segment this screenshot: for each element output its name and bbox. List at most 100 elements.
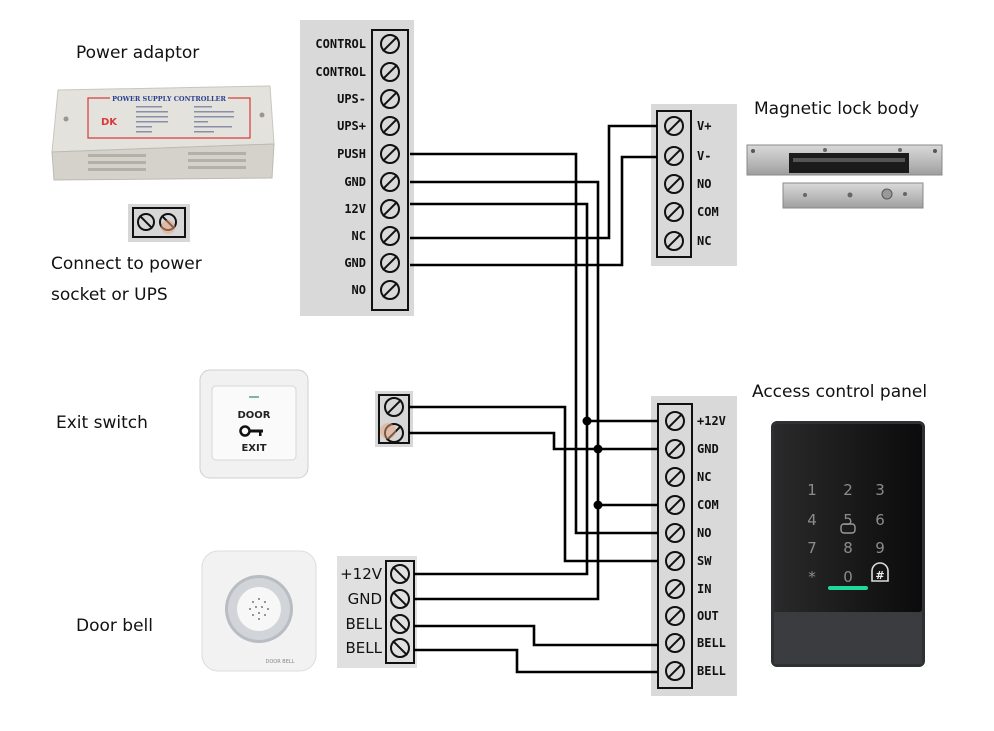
terminal-label: IN: [697, 582, 711, 596]
screw-terminal-icon: [665, 439, 685, 459]
screw-terminal-icon: [665, 633, 685, 653]
screw-terminal-icon: [664, 174, 684, 194]
keypad-key-bell-hash[interactable]: #: [871, 562, 889, 582]
status-indicator-led: [828, 586, 868, 590]
terminal-label: GND: [344, 175, 366, 189]
door-bell-caption: Door bell: [76, 616, 153, 636]
screw-terminal-icon: [664, 146, 684, 166]
magnetic-lock-image: [745, 143, 945, 213]
screw-terminal-icon: [665, 523, 685, 543]
terminal-label: NC: [697, 470, 711, 484]
screw-terminal-icon: [390, 564, 410, 584]
terminal-label: V-: [697, 149, 711, 163]
power-adaptor-caption: Power adaptor: [76, 43, 200, 63]
exit-switch-text-exit: EXIT: [241, 443, 266, 454]
keypad-key[interactable]: 0: [843, 568, 853, 586]
power-socket-caption-line2: socket or UPS: [51, 285, 168, 305]
screw-terminal-icon: [665, 551, 685, 571]
screw-terminal-icon: [380, 62, 400, 82]
card-reader-icon: [840, 523, 856, 534]
screw-terminal-icon: [380, 34, 400, 54]
door-bell-brand: DOOR BELL: [266, 659, 295, 665]
screw-terminal-icon: [384, 397, 404, 417]
keypad-key[interactable]: *: [808, 568, 816, 586]
screw-terminal-icon: [664, 202, 684, 222]
screw-terminal-icon: [380, 199, 400, 219]
keypad-key[interactable]: 7: [807, 539, 817, 557]
power-gnd-to-panel-com: [596, 449, 658, 507]
power-12v-to-panel-12v: [410, 202, 658, 423]
screw-terminal-icon: [664, 231, 684, 251]
screw-terminal-icon: [137, 213, 155, 231]
wire-junction-dot: [582, 416, 592, 426]
exit-switch-text-door: DOOR: [237, 410, 270, 421]
keypad-key[interactable]: 1: [807, 481, 817, 499]
magnetic-lock-caption: Magnetic lock body: [754, 99, 920, 119]
door-bell-image: DOOR BELL: [200, 549, 318, 673]
keypad-key[interactable]: 8: [843, 539, 853, 557]
screw-terminal-icon: [380, 280, 400, 300]
terminal-label: GND: [697, 442, 719, 456]
screw-terminal-icon: [665, 606, 685, 626]
power-nc-to-lock-vplus: [410, 124, 657, 240]
terminal-label: NO: [352, 283, 366, 297]
access-control-panel-image: 1 2 3 4 5 6 7 8 9 * 0 #: [770, 420, 926, 668]
keypad-key[interactable]: 6: [875, 511, 885, 529]
keypad-key[interactable]: 3: [875, 481, 885, 499]
screw-terminal-icon: [665, 411, 685, 431]
exit-switch-to-panel-gnd: [409, 431, 598, 451]
keypad-key[interactable]: 9: [875, 539, 885, 557]
wire-junction-dot: [593, 444, 603, 454]
terminal-label: BELL: [697, 636, 726, 650]
screw-terminal-icon: [380, 144, 400, 164]
wire-junction-dot: [593, 500, 603, 510]
terminal-label: CONTROL: [315, 65, 366, 79]
terminal-label: COM: [697, 498, 719, 512]
terminal-label: NC: [697, 234, 711, 248]
screw-terminal-icon: [390, 589, 410, 609]
terminal-label: GND: [348, 590, 382, 608]
keypad-key[interactable]: 4: [807, 511, 817, 529]
screw-terminal-icon: [665, 579, 685, 599]
screw-terminal-icon: [665, 467, 685, 487]
terminal-label: PUSH: [337, 147, 366, 161]
screw-terminal-icon: [390, 614, 410, 634]
terminal-label: GND: [344, 256, 366, 270]
power-gnd-to-bell-gnd: [414, 505, 600, 601]
bell-bell2-to-panel-bell2: [414, 648, 658, 674]
screw-terminal-icon: [380, 89, 400, 109]
power-supply-box: POWER SUPPLY CONTROLLER DK: [48, 82, 278, 182]
power-push-to-panel-no: [410, 152, 658, 535]
screw-terminal-icon: [380, 116, 400, 136]
keypad-key[interactable]: 5: [843, 511, 853, 529]
access-panel-caption: Access control panel: [752, 382, 928, 402]
exit-switch-to-panel-sw: [409, 405, 658, 563]
terminal-label: BELL: [346, 639, 383, 657]
terminal-label: UPS+: [337, 119, 366, 133]
plate-title: POWER SUPPLY CONTROLLER: [112, 95, 226, 103]
screw-terminal-icon: [665, 495, 685, 515]
terminal-label: +12V: [697, 414, 726, 428]
terminal-label: V+: [697, 119, 711, 133]
keypad-key[interactable]: 2: [843, 481, 853, 499]
power-12v-to-bell-12v: [414, 421, 589, 576]
terminal-label: NC: [352, 229, 366, 243]
screw-terminal-icon: [380, 172, 400, 192]
screw-terminal-icon: [665, 661, 685, 681]
terminal-label: 12V: [344, 202, 366, 216]
power-socket-terminal: [128, 204, 190, 242]
bell-bell1-to-panel-bell1: [414, 624, 658, 647]
magnetic-lock-terminal-block: V+ V- NO COM NC: [651, 104, 737, 266]
terminal-label: CONTROL: [315, 37, 366, 51]
terminal-label: NO: [697, 526, 711, 540]
terminal-label: SW: [697, 554, 712, 568]
terminal-label: NO: [697, 177, 711, 191]
exit-switch-image: DOOR EXIT: [198, 368, 310, 480]
screw-terminal-icon: [664, 116, 684, 136]
terminal-label: COM: [697, 205, 719, 219]
terminal-label: +12V: [340, 565, 383, 583]
terminal-label: OUT: [697, 609, 719, 623]
